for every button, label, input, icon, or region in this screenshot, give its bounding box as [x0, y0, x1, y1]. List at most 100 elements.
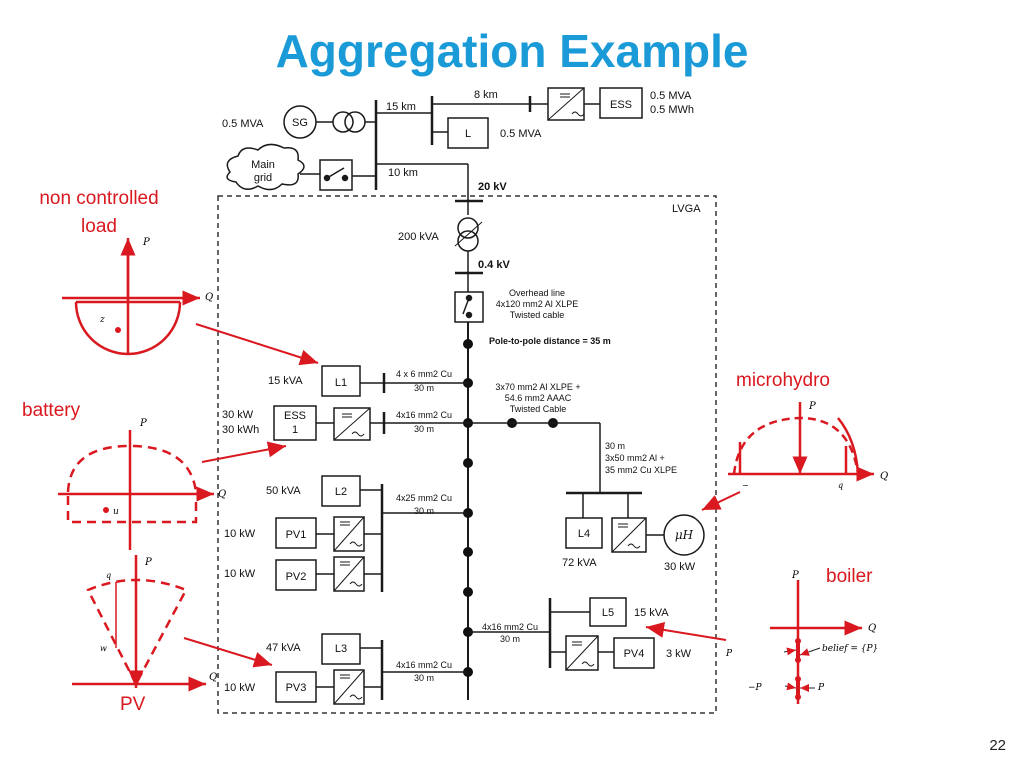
l4-kva: 72 kVA: [562, 557, 597, 569]
arrow-pv-to-pv3: [183, 637, 273, 668]
line-15km: 15 km: [386, 101, 416, 113]
plot-load: [62, 238, 200, 356]
l4-label: L4: [578, 528, 590, 540]
overhead-line-1: Overhead line: [509, 288, 565, 298]
lvga-label: LVGA: [672, 203, 701, 215]
plot-pv-p: P: [144, 557, 152, 568]
arrow-load-to-l1: [195, 323, 319, 366]
pv1-label: PV1: [286, 529, 307, 541]
main-cable-1: 3x70 mm2 Al XLPE +: [495, 382, 580, 392]
l5-kva: 15 kVA: [634, 607, 669, 619]
arrow-micro-to-uh: [701, 491, 741, 511]
plot-battery-p: P: [139, 418, 147, 429]
l1-kva: 15 kVA: [268, 375, 303, 387]
ess1-label-a: ESS: [284, 410, 306, 422]
plot-battery-point: u: [113, 507, 119, 517]
pv4-label: PV4: [624, 648, 645, 660]
l3-kva: 47 kVA: [266, 642, 301, 654]
l3-cable-1: 4x16 mm2 Cu: [396, 660, 452, 670]
microhydro-symbol: μH: [675, 528, 694, 542]
ess-top-label: ESS: [610, 99, 632, 111]
lvga-box: [217, 195, 717, 714]
branch-cable-1: 30 m: [605, 441, 625, 451]
l2-cable-1: 4x25 mm2 Cu: [396, 493, 452, 503]
branch-cable-2: 3x50 mm2 Al +: [605, 453, 665, 463]
main-grid-label-2: grid: [254, 172, 272, 184]
lv-network: [273, 365, 705, 705]
plot-micro-neg: −: [742, 481, 749, 490]
branch-cable-3: 35 mm2 Cu XLPE: [605, 465, 677, 475]
microhydro-kw: 30 kW: [664, 561, 696, 573]
pv3-kw: 10 kW: [224, 682, 256, 694]
plot-micro-q: Q: [880, 471, 888, 482]
label-non-controlled-line2: load: [81, 216, 117, 237]
ess-top-mva: 0.5 MVA: [650, 90, 692, 102]
l2-kva: 50 kVA: [266, 485, 301, 497]
pole-distance: Pole-to-pole distance = 35 m: [489, 336, 611, 346]
voltage-20kv: 20 kV: [478, 181, 507, 193]
ess-top-mwh: 0.5 MWh: [650, 104, 694, 116]
pv3-label: PV3: [286, 682, 307, 694]
connector-arrows: [183, 323, 741, 668]
main-cable-3: Twisted Cable: [510, 404, 567, 414]
plot-battery-q: Q: [218, 489, 226, 500]
ess1-label-b: 1: [292, 424, 298, 436]
l5-label: L5: [602, 607, 614, 619]
plot-load-q: Q: [205, 292, 213, 303]
line-10km: 10 km: [388, 167, 418, 179]
plot-boiler-belief: belief = {P}: [822, 644, 878, 654]
plot-load-p: P: [142, 237, 150, 248]
transformer-rating: 200 kVA: [398, 231, 439, 243]
label-microhydro: microhydro: [736, 370, 830, 391]
plot-pv: [72, 555, 206, 692]
l5-cable-1: 4x16 mm2 Cu: [482, 622, 538, 632]
plot-boiler-min: P: [725, 649, 733, 659]
label-non-controlled-load: non controlled load: [14, 185, 184, 241]
page-number: 22: [989, 737, 1006, 754]
l3-label: L3: [335, 643, 347, 655]
plot-boiler-points: [795, 638, 801, 700]
l2-cable-2: 30 m: [414, 506, 434, 516]
voltage-04kv: 0.4 kV: [478, 259, 510, 271]
l2-label: L2: [335, 486, 347, 498]
slide-title: Aggregation Example: [275, 25, 749, 77]
l1-cable-2: 30 m: [414, 383, 434, 393]
plot-boiler-pointers: [783, 647, 821, 692]
load-l-label: L: [465, 128, 471, 140]
plot-boiler-pmax: P: [817, 683, 825, 693]
label-pv: PV: [120, 694, 146, 715]
sg-label: SG: [292, 117, 308, 129]
pv1-kw: 10 kW: [224, 528, 256, 540]
pv2-kw: 10 kW: [224, 568, 256, 580]
plot-load-point: z: [99, 315, 105, 325]
label-boiler: boiler: [826, 566, 873, 587]
label-non-controlled-line1: non controlled: [39, 188, 159, 209]
ess1-kw: 30 kW: [222, 409, 254, 421]
plot-boiler: [770, 580, 862, 704]
converter-marks: [340, 93, 641, 700]
ess1-cable-1: 4x16 mm2 Cu: [396, 410, 452, 420]
main-grid-label-1: Main: [251, 159, 275, 171]
ess1-kwh: 30 kWh: [222, 424, 259, 436]
overhead-line-3: Twisted cable: [510, 310, 565, 320]
pv4-kw: 3 kW: [666, 648, 692, 660]
sg-rating: 0.5 MVA: [222, 118, 264, 130]
l3-cable-2: 30 m: [414, 673, 434, 683]
ess1-cable-2: 30 m: [414, 424, 434, 434]
main-cable-2: 54.6 mm2 AAAC: [505, 393, 572, 403]
plot-micro-p: P: [808, 401, 816, 412]
plot-battery: [58, 430, 214, 550]
mv-network: [226, 87, 643, 700]
plot-pv-mid: w: [100, 644, 107, 653]
network-text: 0.5 MVA SG Main grid 15 km 8 km 10 km ES…: [222, 89, 701, 694]
l1-label: L1: [335, 377, 347, 389]
pv2-label: PV2: [286, 571, 307, 583]
l5-cable-2: 30 m: [500, 634, 520, 644]
arrow-battery-to-ess1: [201, 441, 287, 463]
plot-boiler-max: −P: [748, 683, 763, 693]
arrow-boiler-to-l5: [645, 621, 727, 641]
l1-cable-1: 4 x 6 mm2 Cu: [396, 369, 452, 379]
line-8km: 8 km: [474, 89, 498, 101]
